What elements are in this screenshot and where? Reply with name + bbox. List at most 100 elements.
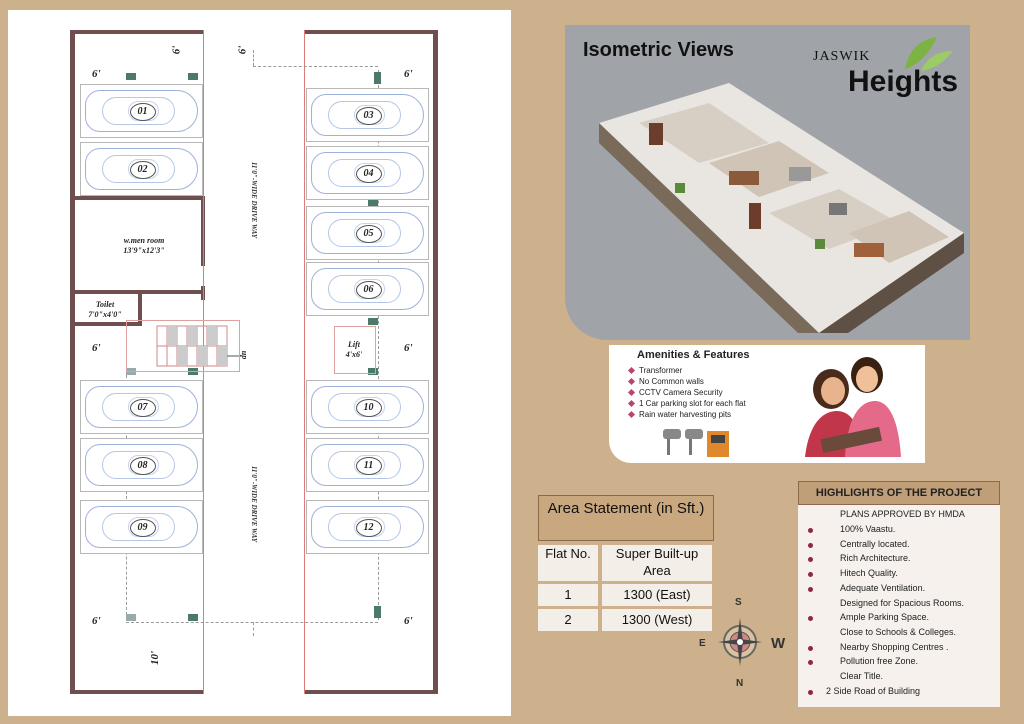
parking-spot: 06	[306, 262, 429, 316]
car-outline	[85, 444, 198, 486]
parking-spot: 05	[306, 206, 429, 260]
dim-label: 6'	[404, 615, 413, 627]
hmda-approval-text: PLANS APPROVED BY HMDA	[840, 509, 965, 519]
brand-name-main: Heights	[848, 65, 959, 98]
cctv-transformer-icon	[663, 429, 729, 457]
parking-floor-plan: 01 02 07 08 09 03 04 05 06 10 11 12 up L…	[8, 10, 511, 716]
parking-spot: 11	[306, 438, 429, 492]
wall-bottom-right	[305, 690, 438, 694]
amenities-list: Transformer No Common walls CCTV Camera …	[627, 365, 746, 420]
highlight-item: 2 Side Road of Building	[826, 685, 921, 696]
amenity-item: Transformer	[627, 365, 746, 376]
highlights-panel: HIGHLIGHTS OF THE PROJECT PLANS APPROVED…	[798, 481, 1000, 707]
wall-top-left	[70, 30, 203, 34]
car-outline	[311, 152, 424, 194]
parking-spot: 02	[80, 142, 203, 196]
dashed-line	[126, 622, 378, 623]
column	[126, 73, 136, 80]
highlight-bullet-icon	[808, 528, 813, 533]
parking-spot: 07	[80, 380, 203, 434]
wall-top-right	[305, 30, 438, 34]
column	[368, 368, 378, 375]
area-row-area: 1300 (West)	[602, 609, 712, 631]
highlight-item: Adequate Ventilation.	[840, 582, 926, 593]
parking-spot: 03	[306, 88, 429, 142]
highlight-bullet-icon	[808, 689, 813, 695]
column	[188, 73, 198, 80]
amenity-item: Rain water harvesting pits	[627, 409, 746, 420]
spot-number: 12	[355, 519, 382, 537]
parking-spot: 09	[80, 500, 203, 554]
driveway-label-top: 11'0"-WIDE DRIVE WAY	[250, 161, 258, 239]
compass-south-label: S	[735, 597, 742, 608]
highlight-bullet-icon	[808, 557, 813, 563]
wall-toilet-bottom	[70, 322, 142, 326]
family-photo-image	[805, 357, 901, 457]
highlight-bullet-icon	[808, 645, 813, 651]
car-outline	[311, 444, 424, 486]
driveway-line-right	[304, 30, 305, 694]
compass-north-label: N	[736, 678, 744, 689]
highlight-item: Nearby Shopping Centres .	[840, 641, 949, 652]
lift-name: Lift	[348, 340, 360, 349]
highlight-bullet-icon	[808, 660, 813, 666]
highlight-item: 100% Vaastu.	[840, 524, 896, 534]
parking-spot: 12	[306, 500, 429, 554]
parking-spot: 10	[306, 380, 429, 434]
dim-label: 6'	[404, 342, 413, 354]
amenities-panel: Amenities & Features Transformer No Comm…	[609, 345, 925, 463]
column	[188, 614, 198, 621]
dim-label: 6'	[170, 45, 183, 55]
stair-up-label: up	[240, 350, 250, 360]
amenity-item: No Common walls	[627, 376, 746, 387]
spot-number: 04	[355, 165, 382, 183]
dim-label: 10'	[149, 650, 162, 666]
dashed-line	[253, 50, 254, 66]
column	[368, 200, 378, 207]
wall-left	[70, 30, 75, 694]
spot-number: 09	[129, 519, 156, 537]
highlight-bullet-icon	[808, 542, 813, 548]
area-row-area: 1300 (East)	[602, 584, 712, 606]
amenity-item: CCTV Camera Security	[627, 387, 746, 398]
wall-bottom-left	[70, 690, 203, 694]
highlight-item: Close to Schools & Colleges.	[840, 626, 957, 637]
wall-right	[433, 30, 438, 694]
toilet-name: Toilet	[95, 300, 115, 309]
highlight-bullet-icon	[808, 616, 813, 622]
parking-spot: 08	[80, 438, 203, 492]
dim-label: 6'	[92, 342, 101, 354]
area-col-flat-no: Flat No.	[538, 545, 598, 581]
dim-label: 6'	[92, 68, 101, 80]
amenities-title: Amenities & Features	[637, 349, 750, 361]
car-outline	[85, 90, 198, 132]
toilet-size: 7'0"x4'0"	[88, 310, 122, 319]
parking-spot: 01	[80, 84, 203, 138]
compass-east-label: E	[699, 638, 706, 649]
highlight-bullet-icon	[808, 586, 813, 592]
highlight-item: Ample Parking Space.	[840, 612, 930, 623]
highlight-item: Centrally located.	[840, 538, 910, 549]
compass-icon	[718, 618, 762, 666]
spot-number: 06	[355, 281, 382, 299]
wall-toilet-side	[138, 290, 142, 324]
column	[374, 72, 381, 84]
area-row-flat-no: 1	[538, 584, 598, 606]
dashed-line	[253, 66, 378, 67]
column	[374, 606, 381, 618]
car-outline	[311, 212, 424, 254]
wall-room-top	[70, 196, 205, 200]
leaf-logo-icon	[905, 37, 953, 71]
dashed-line	[378, 70, 379, 620]
highlights-title: HIGHLIGHTS OF THE PROJECT	[798, 481, 1000, 505]
column	[126, 614, 136, 621]
highlight-bullet-icon	[808, 572, 813, 578]
lift-box	[334, 326, 376, 374]
area-col-super-built-up: Super Built-up Area	[602, 545, 712, 581]
dim-label: 6'	[92, 615, 101, 627]
driveway-label-bottom: 11'0"-WIDE DRIVE WAY	[250, 465, 258, 543]
dashed-line	[126, 370, 127, 620]
staircase	[126, 320, 240, 372]
column	[368, 318, 378, 325]
